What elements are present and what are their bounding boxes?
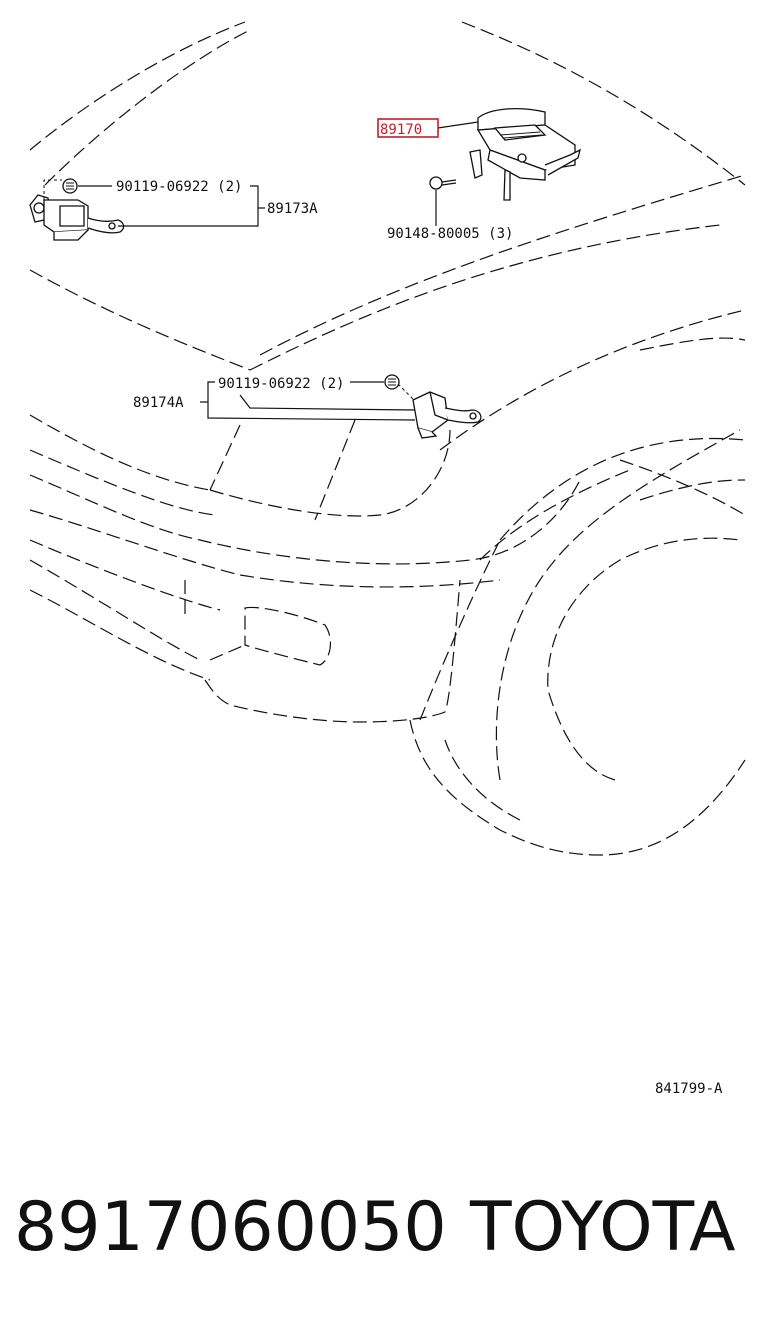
leader-lines <box>78 121 479 421</box>
bolt-label: 90148-80005 (3) <box>387 226 513 242</box>
part-number: 8917060050 <box>14 1188 447 1267</box>
brand-name: TOYOTA <box>470 1188 736 1267</box>
sensor-89173a-label: 89173A <box>267 201 318 217</box>
ecu-89170-drawing <box>429 108 581 201</box>
footer: 8917060050 TOYOTA <box>0 1188 760 1278</box>
sensor-89174a-drawing <box>384 374 482 439</box>
leader-dashes <box>43 179 415 401</box>
clip-b-label: 90119-06922 (2) <box>218 376 344 392</box>
figure-ref-label: 841799-A <box>655 1081 723 1097</box>
clip-a-label: 90119-06922 (2) <box>116 179 242 195</box>
vehicle-outline <box>29 21 746 856</box>
sensor-89173a-drawing <box>29 178 125 241</box>
part-89170-label[interactable]: 89170 <box>380 122 422 138</box>
part-89170-highlight-box <box>377 118 439 138</box>
sensor-89174a-label: 89174A <box>133 395 184 411</box>
